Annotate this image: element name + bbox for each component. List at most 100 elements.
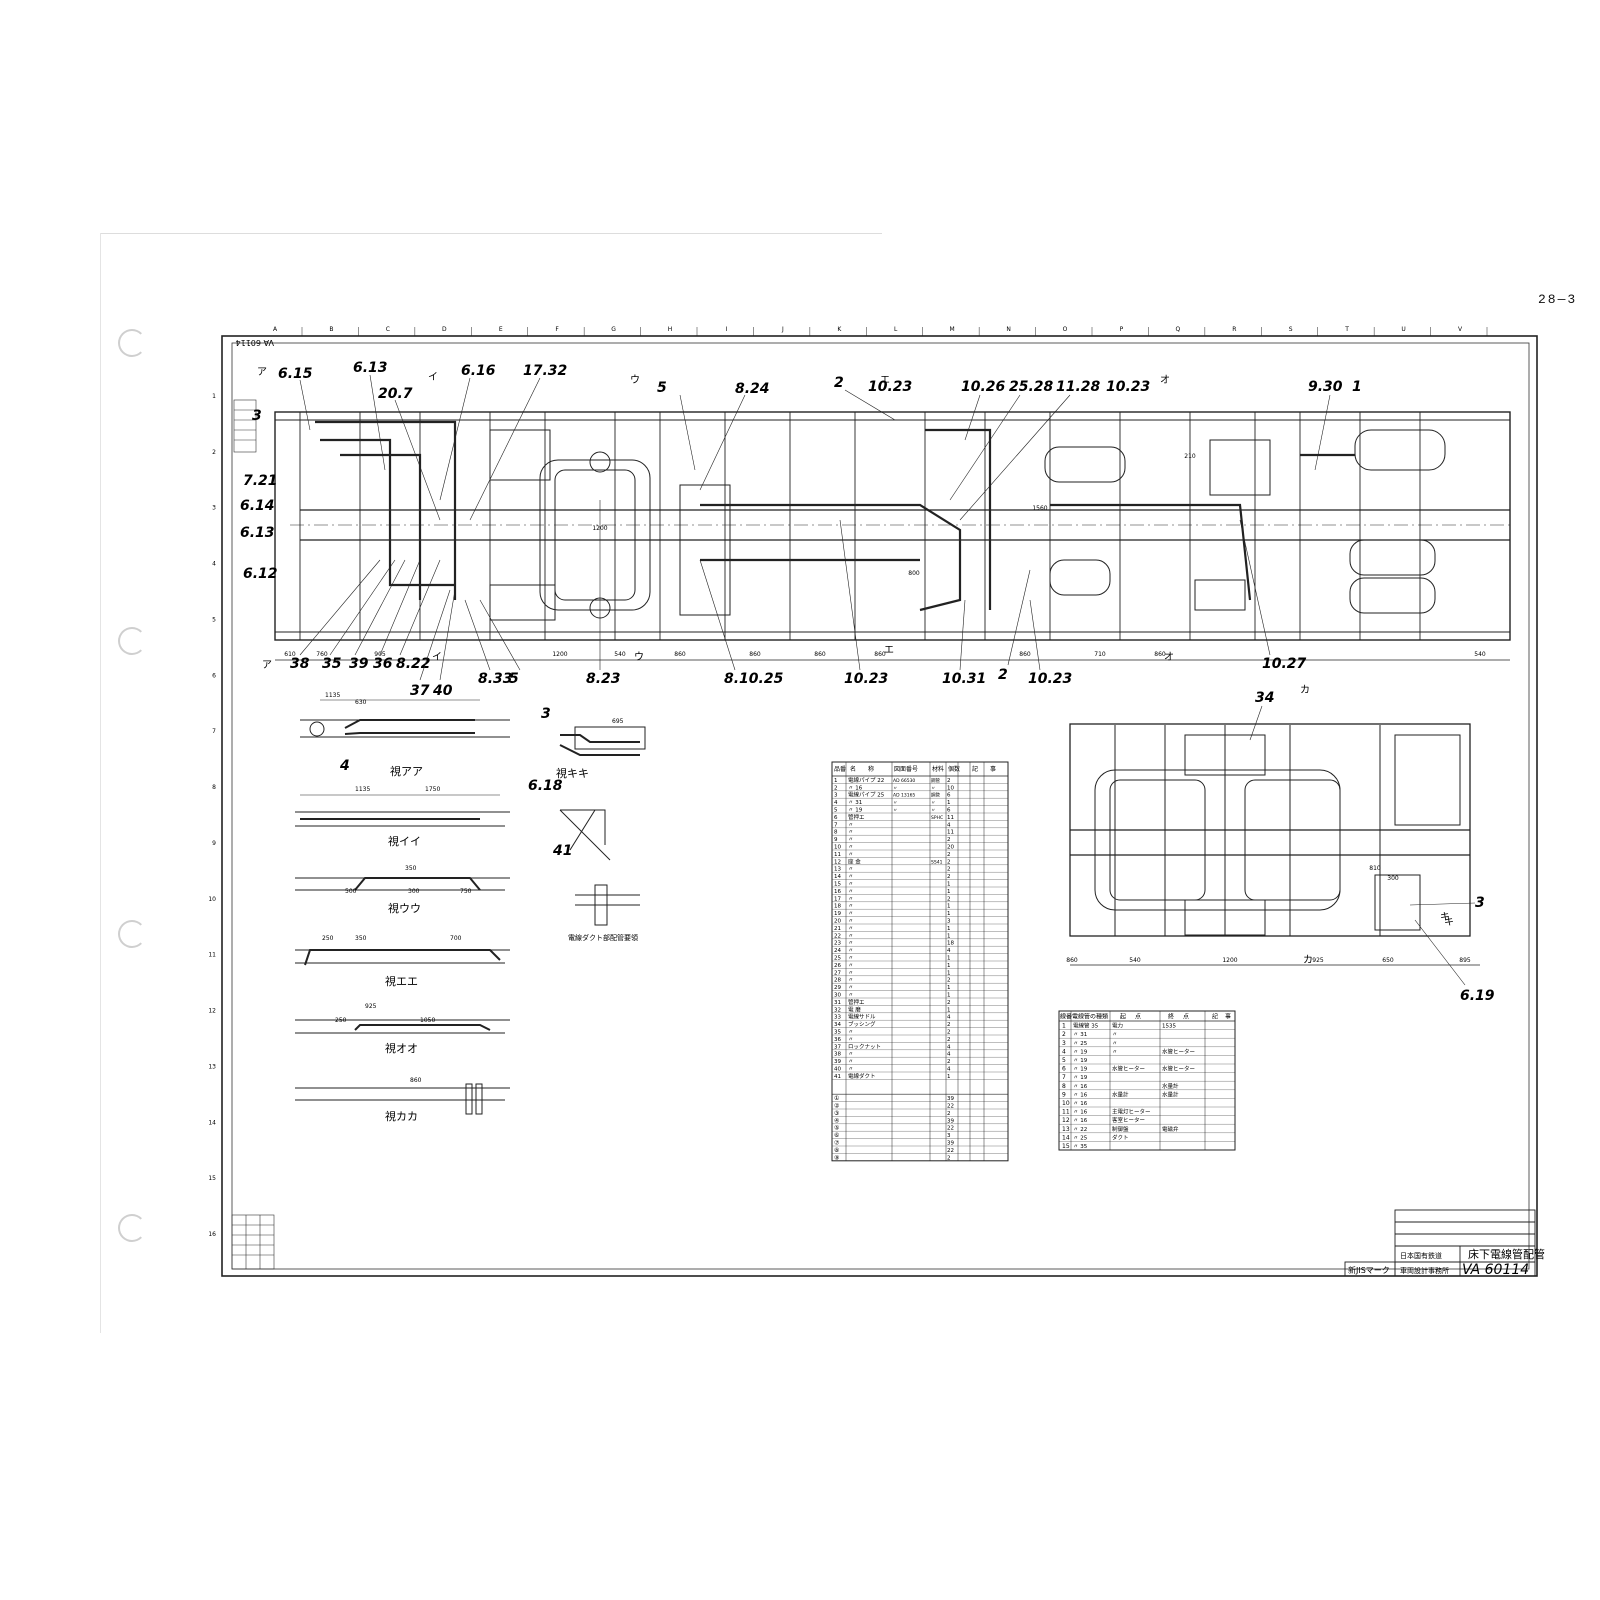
wiring-table-cell: 〃 31 [1073,1032,1087,1038]
row-number: 5 [212,616,216,623]
plan-dimension-value: 710 [1094,651,1106,658]
parts-table-cell: AD 13165 [893,793,915,799]
parts-table-header: 称 [868,765,874,773]
scan-edge [100,233,882,234]
parts-table-cell: 34 [834,1022,841,1028]
plan-callout-label: 10.23 [1106,379,1150,395]
parts-table-cell: 2 [947,867,951,873]
section-view-dimension: 630 [355,699,367,706]
callout-leader [439,377,471,501]
parts-table-cell: 〃 [848,1059,854,1065]
column-letter: D [442,326,447,333]
section-view-dimension: 1050 [420,1017,435,1024]
parts-table-cell: 39 [947,1096,954,1102]
column-letter: R [1232,326,1236,333]
plan-dimension-value: 860 [674,651,686,658]
parts-table-cell: 1 [947,904,951,910]
parts-table-cell: 1 [947,1074,951,1080]
wiring-table-cell: 1535 [1162,1024,1176,1030]
section-view-dimension: 1135 [325,692,340,699]
parts-table-cell: SPHC [931,815,943,821]
plan-callout-label: 1 [1352,379,1362,395]
parts-table-cell: 管押エ [848,813,865,821]
parts-table-cell: ② [834,1103,840,1110]
bogie-dimension-value: 540 [1129,957,1141,964]
section-view-title: 視キキ [556,766,589,780]
row-number: 12 [208,1008,216,1015]
parts-table-cell: 11 [834,852,841,858]
plan-callout-label: 25.28 [1009,379,1054,395]
parts-table-cell: 4 [947,1015,951,1021]
parts-table-header: 材料 [932,765,944,773]
parts-table-cell: 29 [834,985,841,991]
bogie-callout-label: 6.19 [1460,988,1495,1004]
row-number: 13 [208,1063,216,1070]
plan-dimension-value: 540 [614,651,626,658]
parts-table-cell: 39 [834,1059,841,1065]
parts-table-cell: ブッシング [848,1020,876,1028]
section-mark: カ [1303,954,1313,966]
wiring-table-cell: 〃 [1112,1032,1118,1038]
parts-table-cell: 35 [834,1030,841,1036]
parts-table-header: 名 [850,765,856,773]
parts-table-cell: 1 [947,800,951,806]
wiring-table-cell: 〃 16 [1073,1101,1088,1107]
parts-table-cell: 〃 [848,963,854,969]
parts-table-cell: 2 [947,1059,951,1065]
parts-table-cell: 26 [834,963,841,969]
wiring-table-cell: 〃 19 [1073,1075,1088,1081]
parts-table-cell: 2 [947,896,951,902]
parts-table-cell: 〃 [848,919,854,925]
parts-table-cell: 〃 [848,933,854,939]
section-view-dimension: 300 [408,888,420,895]
section-view-dimension: 250 [335,1017,347,1024]
column-letter: Q [1175,326,1180,333]
callout-leader [1409,902,1476,906]
parts-table-cell: 7 [834,822,838,828]
callout-leader [1029,599,1041,671]
parts-table-cell: 2 [947,778,951,784]
parts-table-cell: 24 [834,948,841,954]
row-number: 14 [208,1119,216,1126]
parts-table-cell: 〃 [848,904,854,910]
callout-leader [329,559,396,656]
wiring-table-cell: 水量計 [1162,1082,1179,1090]
duct-detail [559,809,640,926]
section-view-ka [295,1083,510,1115]
parts-table-cell: 18 [834,904,841,910]
parts-table-cell: ⑨ [834,1154,839,1161]
jis-mark: 新JISマーク [1348,1265,1390,1275]
parts-table-cell: 〃 [848,985,854,991]
wiring-table-cell: 〃 25 [1073,1135,1088,1141]
detail-caption: 電線ダクト部配管要領 [568,933,638,942]
binder-hole-mark [118,1214,146,1242]
parts-table-cell: 〃 [848,852,854,858]
plan-callout-label: 2 [834,375,844,391]
column-letter: L [894,326,898,333]
section-mark: オ [1160,374,1170,386]
parts-table-cell: 18 [947,941,954,947]
revision-mini-table [233,399,257,453]
parts-table-cell: 2 [947,1030,951,1036]
parts-table-cell: 1 [947,926,951,932]
parts-table-cell: 3 [947,1133,951,1139]
wiring-table-cell: 電力 [1112,1022,1123,1030]
parts-table-cell: ⑤ [834,1125,839,1132]
parts-table-cell: 管押エ [848,998,865,1006]
bogie-dimension-value: 860 [1066,957,1078,964]
column-letter: T [1344,326,1349,333]
parts-table-cell: 1 [947,933,951,939]
plan-callout-label: 40 [432,683,453,699]
plan-callout-label: 6.12 [243,566,278,582]
parts-table-cell: 2 [947,859,951,865]
page-number: 28—3 [1538,292,1578,307]
parts-table-cell: 11 [947,815,954,821]
section-mark: ア [257,367,267,378]
plan-callout-label: 8.33 [478,671,513,687]
plan-callout-label: 10.23 [1028,671,1072,687]
parts-table-cell: 1 [947,911,951,917]
plan-callout-label: 6.14 [240,498,275,514]
parts-table-cell: 〃 [931,786,936,791]
